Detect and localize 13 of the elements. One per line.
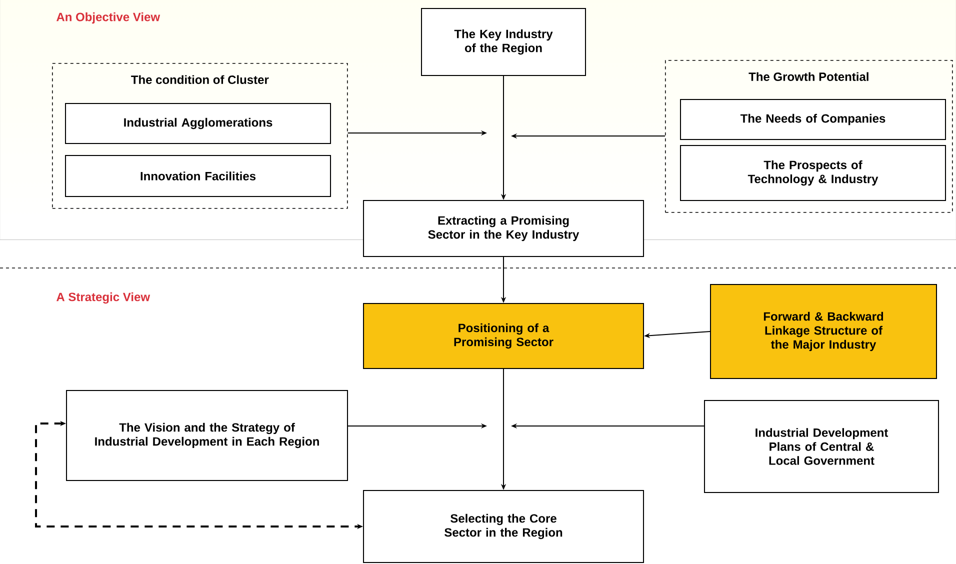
process-box: Extracting a Promising Sector in the Key Industry xyxy=(363,200,644,257)
process-box: Positioning of a Promising Sector xyxy=(363,303,644,369)
section-label: An Objective View xyxy=(56,12,160,24)
section-label: A Strategic View xyxy=(56,292,150,304)
process-box: The Key Industry of the Region xyxy=(421,8,586,76)
process-box: Industrial Development Plans of Central & Local Government xyxy=(704,400,939,493)
process-box: The Vision and the Strategy of Industrial Development in Each Region xyxy=(66,390,348,481)
process-box: Selecting the Core Sector in the Region xyxy=(363,490,644,563)
process-box: The Needs of Companies xyxy=(680,99,946,140)
process-box: The Prospects of Technology & Industry xyxy=(680,145,946,201)
process-box: Industrial Agglomerations xyxy=(65,103,331,144)
process-box: Forward & Backward Linkage Structure of the Major Industry xyxy=(710,284,937,379)
process-box: Innovation Facilities xyxy=(65,155,331,197)
